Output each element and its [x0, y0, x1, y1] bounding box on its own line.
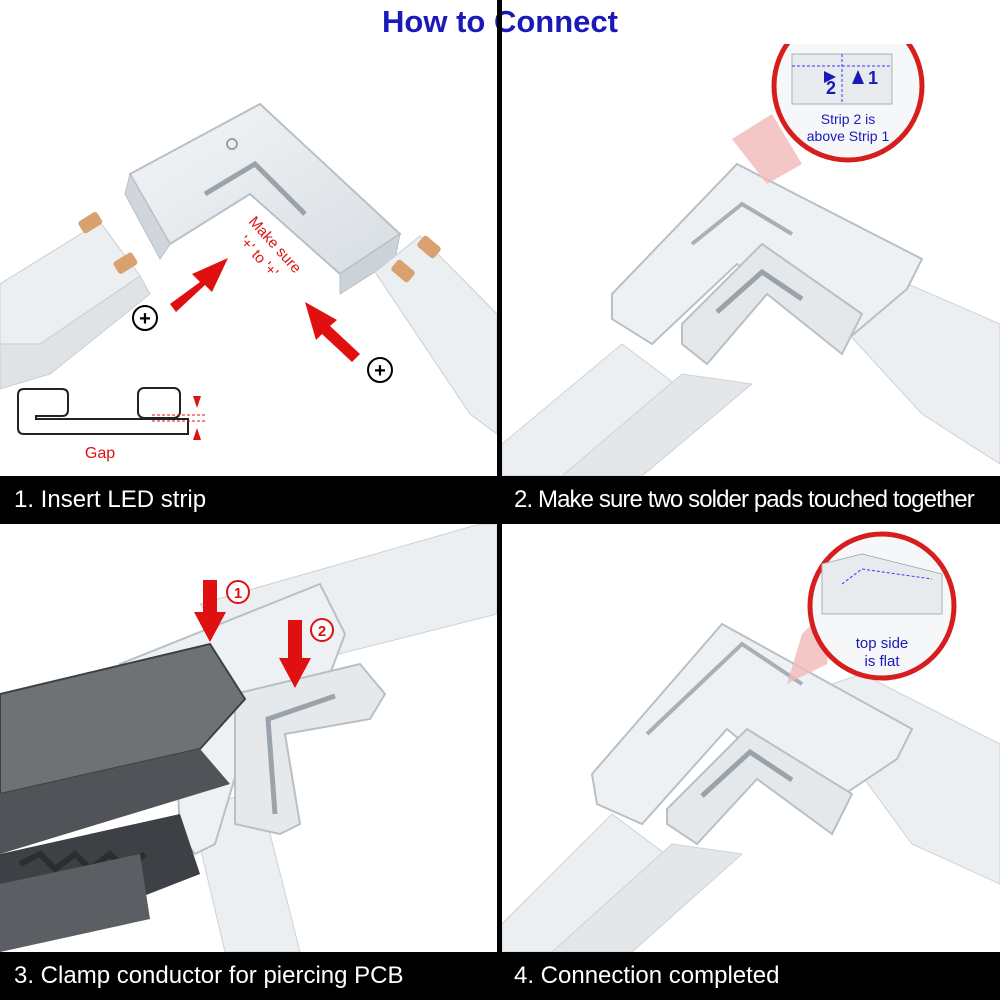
- zoom-callout: 1 2 Strip 2 is above Strip 1: [771, 44, 925, 163]
- svg-text:+: +: [374, 360, 386, 382]
- insert-arrow-right: [305, 302, 360, 362]
- joined-l-connector: [611, 162, 924, 366]
- clamp-arrow-1: 1: [194, 580, 250, 642]
- callout-pointer: [732, 114, 802, 184]
- l-connector: [124, 102, 402, 295]
- svg-text:top side: top side: [856, 635, 909, 652]
- step-1-illustration: + + Make sure '+' to '+' Gap: [0, 44, 497, 476]
- left-led-strip: [0, 211, 151, 390]
- clamp-arrow-2: 2: [279, 618, 334, 688]
- svg-text:+: +: [139, 308, 151, 330]
- svg-text:2: 2: [826, 78, 836, 98]
- svg-text:is flat: is flat: [864, 653, 900, 670]
- svg-text:Strip 2 is: Strip 2 is: [821, 111, 875, 127]
- zoom-callout: top side is flat: [807, 531, 957, 681]
- pliers: [0, 642, 247, 952]
- plus-symbol-right: +: [367, 357, 393, 383]
- svg-text:above Strip 1: above Strip 1: [807, 128, 890, 144]
- step-2-illustration: 1 2 Strip 2 is above Strip 1: [502, 44, 1000, 476]
- insert-arrow-left: [170, 258, 228, 312]
- completed-l-connector: [590, 622, 914, 846]
- step-3-illustration: 1 2: [0, 524, 497, 952]
- gap-diagram: Gap: [17, 387, 205, 462]
- gap-label: Gap: [85, 445, 115, 462]
- step-2-caption: 2. Make sure two solder pads touched tog…: [502, 476, 1000, 524]
- vertical-divider: [497, 0, 502, 1000]
- step-1-caption: 1. Insert LED strip: [0, 476, 497, 524]
- right-led-strip: [374, 235, 497, 435]
- plus-symbol-left: +: [132, 305, 158, 331]
- svg-text:1: 1: [234, 585, 242, 602]
- svg-text:1: 1: [868, 68, 878, 88]
- step-4-caption: 4. Connection completed: [502, 952, 1000, 1000]
- step-3-caption: 3. Clamp conductor for piercing PCB: [0, 952, 497, 1000]
- step-4-illustration: top side is flat: [502, 524, 1000, 952]
- svg-text:2: 2: [318, 623, 326, 640]
